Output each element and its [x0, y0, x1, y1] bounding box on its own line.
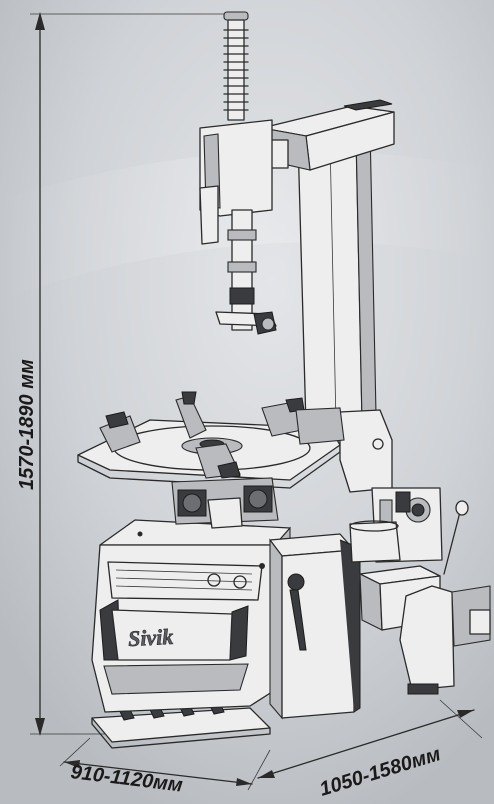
- height-dimension: [30, 12, 236, 736]
- mount-demount-head: [215, 311, 277, 335]
- width-dimension: [59, 737, 271, 791]
- bead-breaker-post: [269, 533, 361, 720]
- side-tower: [399, 585, 491, 695]
- air-control-unit: [349, 487, 443, 563]
- turntable-clamps: [99, 391, 305, 479]
- brand-logo: Sivik: [127, 624, 173, 651]
- drive-unit: [171, 477, 279, 529]
- height-label: 1570-1890 мм: [16, 359, 38, 490]
- column-bracket: [295, 407, 393, 493]
- column: [297, 127, 377, 427]
- vertical-tool-shaft: [199, 11, 273, 331]
- depth-dimension: [257, 699, 483, 779]
- main-cabinet: [91, 519, 291, 713]
- base-plate: [91, 707, 271, 749]
